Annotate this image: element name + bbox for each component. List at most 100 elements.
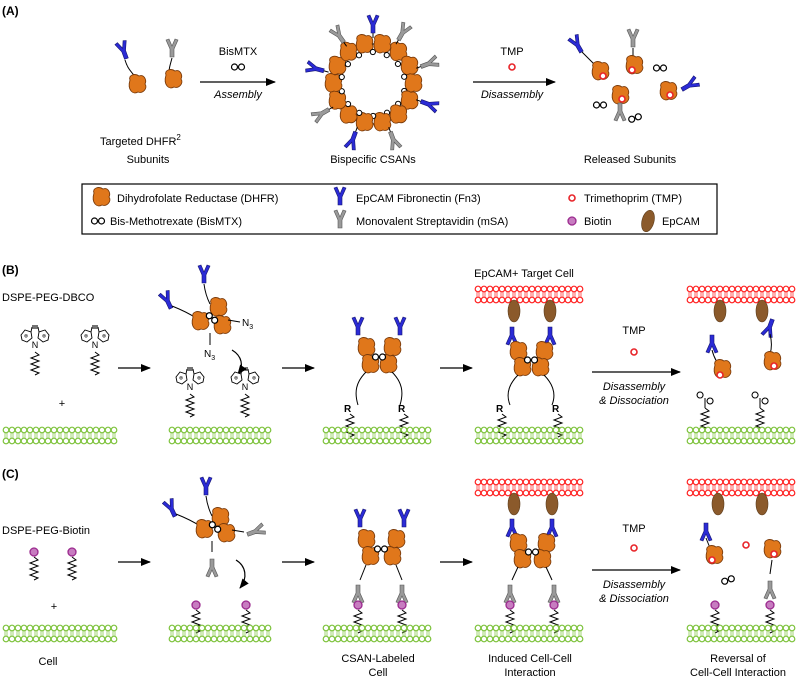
peg-chain-icon <box>67 556 77 581</box>
panel-c-label: (C) <box>2 467 19 481</box>
bismtx-icon <box>652 64 668 72</box>
assembly-label: Assembly <box>213 89 263 101</box>
legend-tmp: Trimethoprim (TMP) <box>584 193 682 205</box>
dhfr-icon <box>209 297 228 317</box>
reversed-interaction-c <box>699 492 782 634</box>
tmp-reagent-label: TMP <box>622 523 645 535</box>
tmp-icon <box>508 63 516 71</box>
fn3-icon <box>397 508 411 528</box>
biotin-icon <box>549 600 559 610</box>
caption-bispecific-csans: Bispecific CSANs <box>330 154 416 166</box>
dbco-n-atom: N <box>242 382 249 392</box>
epcam-icon <box>507 492 521 516</box>
disassembly-label: Disassembly <box>481 89 545 101</box>
csan-labeled-cell-c <box>351 508 411 634</box>
fn3-icon <box>304 60 326 77</box>
dhfr-icon <box>400 55 419 75</box>
biotin-icon <box>29 547 39 557</box>
dhfr-icon <box>509 341 528 361</box>
peg-chain-icon <box>497 413 507 438</box>
panel-b: (B) DSPE-PEG-DBCO N N + N3 N3 <box>2 263 796 445</box>
msa-icon <box>393 20 413 44</box>
bismtx-icon <box>371 353 387 361</box>
dhfr-icon <box>357 337 376 357</box>
target-cell-membrane <box>474 285 584 304</box>
dbco-n-atom: N <box>32 340 39 350</box>
cell-membrane <box>168 426 272 445</box>
target-cell-membrane <box>474 478 584 497</box>
cell-membrane <box>474 426 584 445</box>
r-group-label: R <box>496 404 504 415</box>
msa-icon <box>384 129 403 152</box>
target-cell-label: EpCAM+ Target Cell <box>474 268 574 280</box>
plus-sign: + <box>59 398 65 410</box>
targeted-subunits <box>114 38 183 94</box>
fn3-icon <box>157 289 177 312</box>
cell-membrane <box>686 624 796 643</box>
msa-icon <box>351 584 365 604</box>
tmp-icon <box>628 66 636 74</box>
peg-chain-icon <box>345 413 355 438</box>
bismtx-icon <box>524 548 540 556</box>
dbco-lipid-label: DSPE-PEG-DBCO <box>2 292 95 304</box>
tmp-icon <box>716 371 724 379</box>
cell-membrane <box>686 426 796 445</box>
tmp-icon <box>568 194 576 202</box>
cell-cell-interaction-c <box>503 492 561 634</box>
legend-epcam: EpCAM <box>662 216 700 228</box>
r-group-label: R <box>398 404 406 415</box>
caption-reversal-2: Cell-Cell Interaction <box>690 667 786 679</box>
epcam-icon <box>545 492 559 516</box>
msa-icon <box>613 102 627 122</box>
fn3-icon <box>199 476 213 496</box>
dhfr-icon <box>383 337 402 357</box>
cell-membrane <box>322 624 432 643</box>
fn3-icon <box>545 518 559 538</box>
dhfr-icon <box>128 74 147 94</box>
tmp-icon <box>666 91 674 99</box>
caption-csan-labeled: CSAN-Labeled <box>341 653 414 665</box>
msa-binding <box>161 476 267 634</box>
msa-icon <box>503 584 517 604</box>
tmp-icon <box>770 550 778 558</box>
fn3-icon <box>353 508 367 528</box>
cell-membrane <box>322 426 432 445</box>
fn3-icon <box>343 129 362 152</box>
panel-a: (A) BisMTX Assembly TMP Disassembly <box>2 4 701 166</box>
dbco-n-atom: N <box>187 382 194 392</box>
legend: Dihydrofolate Reductase (DHFR) EpCAM Fib… <box>81 183 718 235</box>
fn3-icon <box>678 75 701 95</box>
panel-b-label: (B) <box>2 263 19 277</box>
biotin-icon <box>765 600 775 610</box>
fn3-icon <box>418 95 441 114</box>
r-group-label: R <box>552 404 560 415</box>
biotin-lipid-label: DSPE-PEG-Biotin <box>2 525 90 537</box>
legend-msa: Monovalent Streptavidin (mSA) <box>356 216 508 228</box>
dhfr-icon <box>217 523 236 543</box>
released-subunits <box>567 28 701 124</box>
peg-chain-icon <box>185 393 195 418</box>
caption-released-subunits: Released Subunits <box>584 154 677 166</box>
legend-fn3: EpCAM Fibronectin (Fn3) <box>356 193 481 205</box>
biotin-icon <box>67 547 77 557</box>
dhfr-icon <box>509 533 528 553</box>
biotin-icon <box>505 600 515 610</box>
legend-box <box>81 183 718 235</box>
epcam-icon <box>755 299 769 323</box>
legend-dhfr: Dihydrofolate Reductase (DHFR) <box>117 193 278 205</box>
bismtx-icon <box>230 63 246 71</box>
fn3-icon <box>197 264 211 284</box>
msa-icon <box>547 584 561 604</box>
biotin-icon <box>397 600 407 610</box>
fn3-icon <box>161 497 181 520</box>
peg-chain-icon <box>30 351 40 376</box>
peg-chain-icon <box>90 351 100 376</box>
cell-membrane <box>168 624 272 643</box>
msa-icon <box>205 558 219 578</box>
disassembly-label: Disassembly <box>603 579 667 591</box>
plus-sign: + <box>51 601 57 613</box>
panel-c: (C) DSPE-PEG-Biotin + <box>2 467 796 679</box>
dhfr-icon <box>164 69 183 89</box>
tmp-icon <box>630 544 638 552</box>
